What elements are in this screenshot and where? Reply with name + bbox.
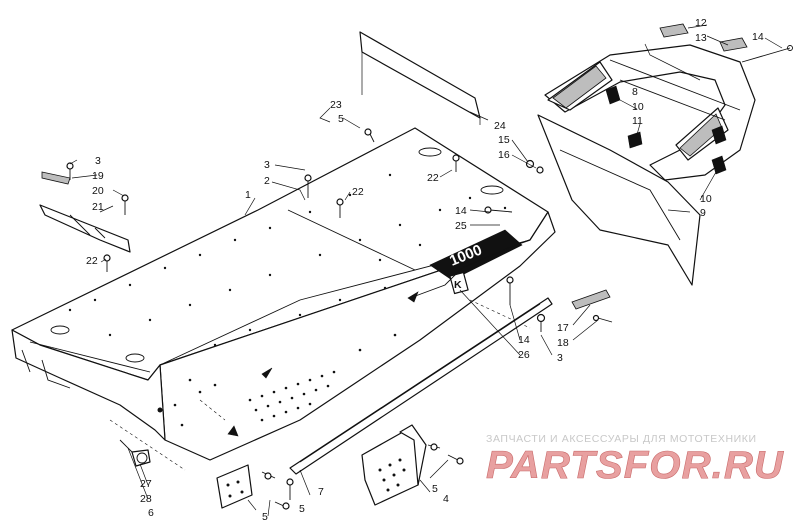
rear-bumper	[544, 23, 756, 181]
callout-10: 10	[632, 101, 644, 113]
callout-11: 11	[632, 115, 643, 127]
callout-3: 3	[95, 155, 101, 167]
direction-arrow	[261, 367, 273, 379]
svg-text:K: K	[454, 279, 462, 291]
callout-16: 16	[498, 149, 510, 161]
plate-17	[571, 289, 611, 310]
callout-24: 24	[494, 120, 506, 132]
callout-27: 27	[140, 478, 152, 490]
callout-21: 21	[92, 201, 104, 213]
plate-19	[41, 171, 71, 185]
callout-17: 17	[557, 322, 569, 334]
callout-19: 19	[92, 170, 104, 182]
callout-13: 13	[695, 32, 707, 44]
callout-23: 23	[330, 99, 342, 111]
callout-8: 8	[632, 86, 638, 98]
callout-5: 5	[299, 503, 305, 515]
watermark-tagline: ЗАПЧАСТИ И АКСЕССУАРЫ ДЛЯ МОТОТЕХНИКИ	[486, 433, 757, 445]
callout-3: 3	[557, 352, 563, 364]
watermark-logo: PARTSFOR.RU	[486, 444, 784, 484]
callout-18: 18	[557, 337, 569, 349]
callout-5: 5	[338, 113, 344, 125]
callout-28: 28	[140, 493, 152, 505]
deck-rivets	[68, 173, 507, 347]
fasteners	[66, 128, 613, 510]
callout-5: 5	[432, 483, 438, 495]
callout-15: 15	[498, 134, 510, 146]
callout-9: 9	[700, 207, 706, 219]
callout-22: 22	[352, 186, 364, 198]
decal-12	[659, 23, 689, 38]
tunnel-deck: 1000 K	[11, 127, 556, 461]
leader-lines	[69, 24, 783, 517]
bracket-6	[216, 464, 253, 509]
callout-20: 20	[92, 185, 104, 197]
callout-labels: 1 2 3 3 3 4 5 5 5 5 6 7 8 9 10 10 11 12 …	[86, 17, 764, 523]
decal-13	[719, 37, 748, 52]
rail-26	[289, 297, 553, 475]
rear-flap-24	[359, 31, 481, 119]
callout-22: 22	[86, 255, 98, 267]
callout-7: 7	[318, 486, 324, 498]
callout-5: 5	[262, 511, 268, 523]
callout-12: 12	[695, 17, 707, 29]
callout-3: 3	[264, 159, 270, 171]
callout-25: 25	[455, 220, 467, 232]
callout-14: 14	[752, 31, 764, 43]
callout-26: 26	[518, 349, 530, 361]
callout-4: 4	[443, 493, 449, 505]
callout-14: 14	[455, 205, 467, 217]
callout-6: 6	[148, 507, 154, 519]
callout-10: 10	[700, 193, 712, 205]
callout-2: 2	[264, 175, 270, 187]
clip-11	[627, 131, 643, 149]
callout-1: 1	[245, 189, 251, 201]
callout-14: 14	[518, 334, 530, 346]
svg-text:PARTSFOR.RU: PARTSFOR.RU	[486, 444, 784, 484]
bracket-21	[39, 204, 131, 253]
rear-flap-9	[537, 114, 701, 286]
callout-22: 22	[427, 172, 439, 184]
side-wall-perforations	[157, 333, 397, 427]
